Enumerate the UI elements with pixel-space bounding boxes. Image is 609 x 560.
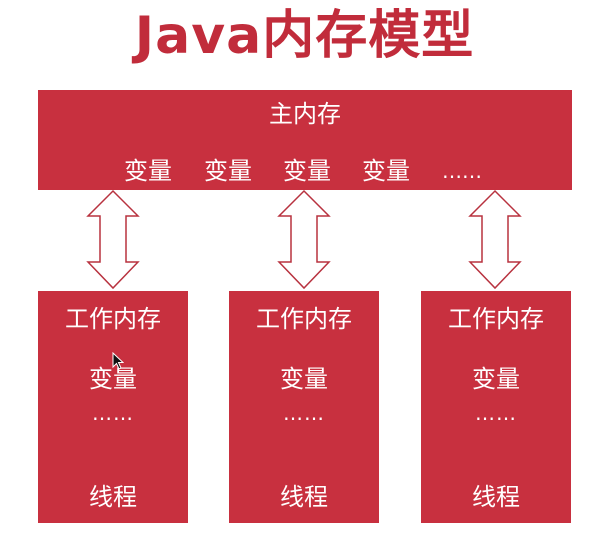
thread-box-1: 工作内存 变量 …… 线程: [38, 291, 188, 523]
thread-label: 线程: [89, 483, 137, 511]
variable-label: 变量: [280, 365, 328, 393]
main-memory-item: 变量: [283, 157, 331, 185]
main-memory-item: ……: [442, 159, 482, 183]
mouse-cursor-icon: [112, 352, 124, 370]
variable-label: 变量: [89, 365, 137, 393]
thread-box-3: 工作内存 变量 …… 线程: [421, 291, 571, 523]
page-title: Java内存模型: [134, 6, 475, 66]
double-arrow-icon: [468, 189, 522, 290]
working-memory-label: 工作内存: [448, 305, 544, 333]
ellipsis-label: ……: [475, 401, 517, 425]
variable-label: 变量: [472, 365, 520, 393]
double-arrow-icon: [277, 189, 331, 290]
thread-label: 线程: [472, 483, 520, 511]
main-memory-item: 变量: [362, 157, 410, 185]
main-memory-item: 变量: [124, 157, 172, 185]
double-arrow-icon: [86, 189, 140, 290]
main-memory-box: 主内存 变量 变量 变量 变量 ……: [38, 90, 572, 190]
main-memory-label: 主内存: [269, 100, 341, 128]
working-memory-label: 工作内存: [256, 305, 352, 333]
thread-label: 线程: [280, 483, 328, 511]
ellipsis-label: ……: [283, 401, 325, 425]
ellipsis-label: ……: [92, 401, 134, 425]
main-memory-item: 变量: [204, 157, 252, 185]
thread-box-2: 工作内存 变量 …… 线程: [229, 291, 379, 523]
working-memory-label: 工作内存: [65, 305, 161, 333]
